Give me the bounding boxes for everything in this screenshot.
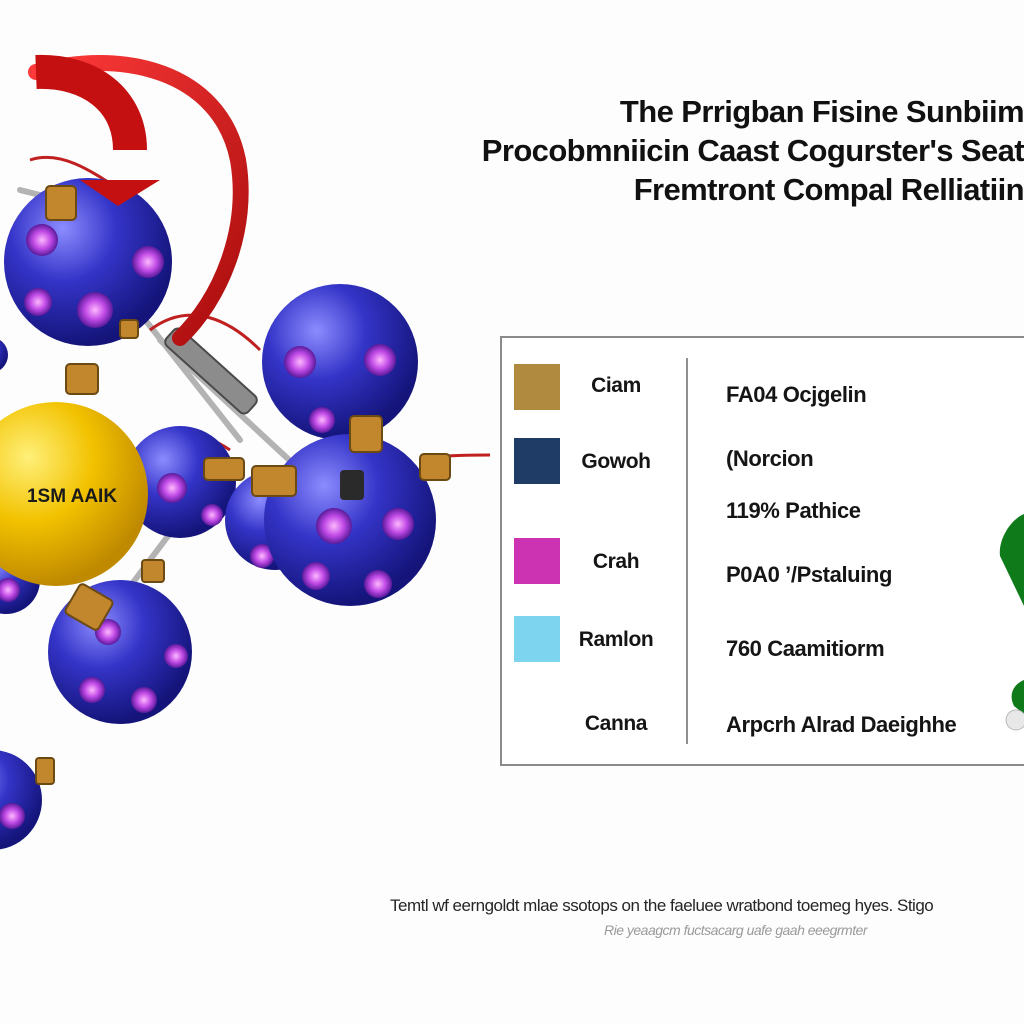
legend-label-ciam: Ciam: [591, 374, 641, 397]
legend-box: Ciam FA04 Ocjgelin Gowoh (Norcion 119% P…: [500, 336, 1024, 766]
diagram-title: The Prrigban Fisine Sunbiim Procobmniici…: [400, 92, 1024, 209]
legend-label-crah: Crah: [592, 550, 640, 573]
legend-desc-5: 760 Caamitiorm: [726, 636, 885, 661]
legend-desc-2: (Norcion: [726, 446, 814, 471]
legend-swatch-ramlon: [514, 616, 560, 662]
legend-swatch-crah: [514, 538, 560, 584]
blue-sphere: [0, 750, 42, 850]
legend-desc-6: Arpcrh Alrad Daeighhe: [726, 712, 957, 737]
legend-label-gowoh: Gowoh: [581, 450, 651, 473]
title-line-1: The Prrigban Fisine Sunbiim: [619, 94, 1024, 129]
blue-sphere: [264, 434, 436, 606]
legend-swatch-gowoh: [514, 438, 560, 484]
legend-divider: [686, 358, 688, 744]
blue-sphere: [4, 178, 172, 346]
caption-main: Temtl wf eerngoldt mlae ssotops on the f…: [390, 896, 934, 915]
blue-sphere: [0, 340, 8, 370]
gold-core-sphere: 1SM AAIK: [0, 402, 148, 586]
caption-sub: Rie yeaagcm fuctsacarg uafe gaah eeegrmt…: [604, 922, 868, 938]
legend-desc-3: 119% Pathice: [726, 498, 861, 523]
legend-label-ramlon: Ramlon: [578, 628, 654, 651]
legend-label-canna: Canna: [584, 712, 648, 735]
core-label: 1SM AAIK: [27, 486, 117, 507]
legend-desc-1: FA04 Ocjgelin: [726, 382, 867, 407]
bronze-connectors: [35, 185, 451, 785]
blue-sphere: [262, 284, 418, 440]
title-line-3: Fremtront Compal Relliatiin: [633, 172, 1024, 207]
red-curved-arrow: [28, 54, 249, 346]
title-line-2: Procobmniicin Caast Cogurster's Seat: [481, 133, 1024, 168]
blue-sphere: [124, 426, 236, 538]
green-check-icon: [999, 514, 1024, 731]
probe-tool: [164, 327, 364, 500]
legend-swatch-ciam: [514, 364, 560, 410]
legend-desc-4: P0A0 ’/Pstaluing: [726, 562, 892, 587]
molecular-cluster-illustration: 1SM AAIK: [0, 54, 491, 850]
